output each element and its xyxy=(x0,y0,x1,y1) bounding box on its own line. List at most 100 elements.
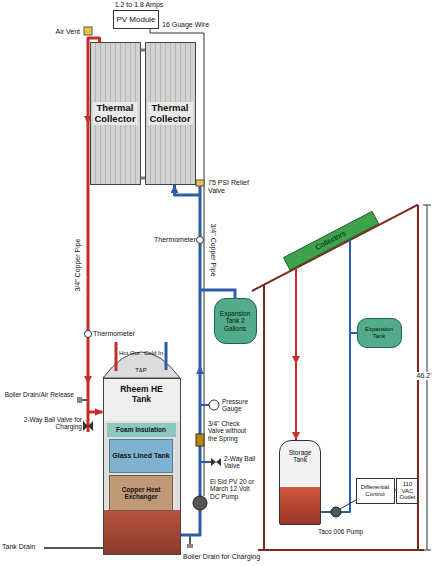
dc-pump xyxy=(193,496,207,510)
house-outline xyxy=(258,549,424,551)
air-vent xyxy=(84,27,92,35)
boiler-drain xyxy=(187,544,193,548)
pressure-gauge xyxy=(200,404,209,406)
boiler-drain xyxy=(187,535,193,548)
node-text: Differential Control xyxy=(359,484,392,498)
house-outline xyxy=(252,205,424,550)
control-wire xyxy=(340,500,356,509)
air-release-drain xyxy=(77,397,88,403)
collector-panel-shape xyxy=(284,211,379,270)
ball-valve xyxy=(200,461,211,463)
expansion-tank: Expansion Tank 2 Gallons xyxy=(214,298,257,344)
taco-pump xyxy=(331,507,341,517)
node-text: 110 VAC Outlet xyxy=(398,481,416,502)
air-release-drain xyxy=(82,399,88,401)
callout-label: Boiler Drain/Air Release xyxy=(2,391,74,398)
panel-pipe-stub xyxy=(350,332,357,334)
tank-dome xyxy=(103,352,180,378)
water-heater-tank: Rheem HE TankFoam InsulationGlass Lined … xyxy=(103,378,181,555)
dimension-line xyxy=(423,205,431,206)
outlet-box: 110 VAC Outlet xyxy=(396,478,418,504)
thermal-collector: Thermal Collector xyxy=(90,42,141,185)
storage-tank: Storage Tank xyxy=(279,440,321,525)
callout-label: Thermometer xyxy=(93,330,145,338)
callout-label: Taco 006 Pump xyxy=(318,528,378,535)
callout-label: 2-Way Ball Valve for Charging xyxy=(2,416,82,431)
relief-valve xyxy=(196,180,204,195)
callout-label: 46.2' xyxy=(413,372,435,380)
ball-valve xyxy=(200,458,221,466)
charging-valve xyxy=(87,412,90,432)
thermometer-symbol xyxy=(85,237,204,338)
cold-in-pipe xyxy=(165,342,168,370)
callout-label: 3/4" Check Valve without the Spring xyxy=(208,420,256,442)
node-text: Expansion Tank 2 Gallons xyxy=(217,310,254,332)
hot-out-pipe xyxy=(115,342,118,371)
flow-arrow xyxy=(292,356,300,364)
collector-panel: Collectors xyxy=(281,209,381,272)
hot-supply-pipe xyxy=(295,272,297,440)
check-valve xyxy=(196,434,204,446)
charging-valve xyxy=(83,421,93,431)
node-text: Copper Heat Exchanger xyxy=(112,486,170,501)
expansion-branch xyxy=(200,290,235,298)
house-outline xyxy=(263,285,265,550)
relief-valve xyxy=(199,186,202,195)
insulation-band: Foam Insulation xyxy=(107,423,176,437)
pv-module-box: PV Module xyxy=(113,10,159,29)
boiler-drain xyxy=(189,535,191,544)
control-box: Differential Control xyxy=(356,478,395,504)
callout-label: Boiler Drain for Charging xyxy=(183,553,283,561)
house-outline xyxy=(252,205,418,291)
tank-drain-line xyxy=(44,548,103,549)
charging-valve xyxy=(83,412,93,432)
dimension-line xyxy=(423,550,431,551)
heat-exchanger: Copper Heat Exchanger xyxy=(109,475,173,511)
callout-label: Air Vent xyxy=(30,28,80,36)
callout-label: Pressure Gauge xyxy=(222,398,258,413)
cold-in-pipe xyxy=(165,342,168,370)
flow-arrow xyxy=(196,366,204,374)
air-release-drain xyxy=(77,397,82,403)
thermometer-symbol xyxy=(85,331,92,338)
node-text: Foam Insulation xyxy=(116,426,166,433)
pressure-gauge xyxy=(200,400,219,410)
node-text: Glass Lined Tank xyxy=(112,452,169,460)
callout-label: 2-Way Ball Valve xyxy=(224,455,258,470)
ball-valve xyxy=(211,458,221,466)
taco-pump xyxy=(331,507,341,517)
check-valve xyxy=(196,434,204,446)
glass-lined-tank: Glass Lined Tank xyxy=(109,439,173,473)
node-text: Rheem HE Tank xyxy=(110,385,174,405)
callout-label: Tank Drain xyxy=(2,543,52,551)
node-text: Thermal Collector xyxy=(148,102,193,126)
hot-out-pipe xyxy=(115,342,118,371)
callout-label: Hot Out xyxy=(119,350,145,357)
tank-drain-line xyxy=(44,547,103,549)
node-text: Expansion Tank xyxy=(360,326,399,340)
return-pipe xyxy=(321,272,350,512)
expansion-branch xyxy=(200,290,235,298)
dc-pump xyxy=(193,496,207,510)
thermal-collector: Thermal Collector xyxy=(145,42,196,185)
node-text: Thermal Collector xyxy=(93,102,138,126)
callout-label: T&P xyxy=(131,367,151,374)
node-text: Storage Tank xyxy=(288,449,312,464)
thermometer-symbol xyxy=(197,237,204,244)
callout-label: 75 PSI Relief Valve xyxy=(208,179,258,195)
callout-label: Thermometer xyxy=(146,236,196,244)
callout-label: 3/4" Copper Pipe xyxy=(209,214,217,286)
callout-label: 1.2 to 1.8 Amps xyxy=(104,1,174,9)
tank-dome xyxy=(103,352,180,378)
node-text: PV Module xyxy=(116,15,155,24)
relief-valve xyxy=(196,180,204,186)
pressure-gauge xyxy=(209,400,219,410)
air-vent xyxy=(84,27,92,35)
expansion-tank: Expansion Tank xyxy=(357,318,402,348)
callout-label: El Sid PV 20 or March 12 Volt DC Pump xyxy=(210,478,258,500)
callout-label: Cold In xyxy=(137,350,163,357)
control-wire xyxy=(340,500,356,509)
callout-label: 16 Guage Wire xyxy=(162,21,224,29)
panel-pipe-stub xyxy=(349,239,351,272)
